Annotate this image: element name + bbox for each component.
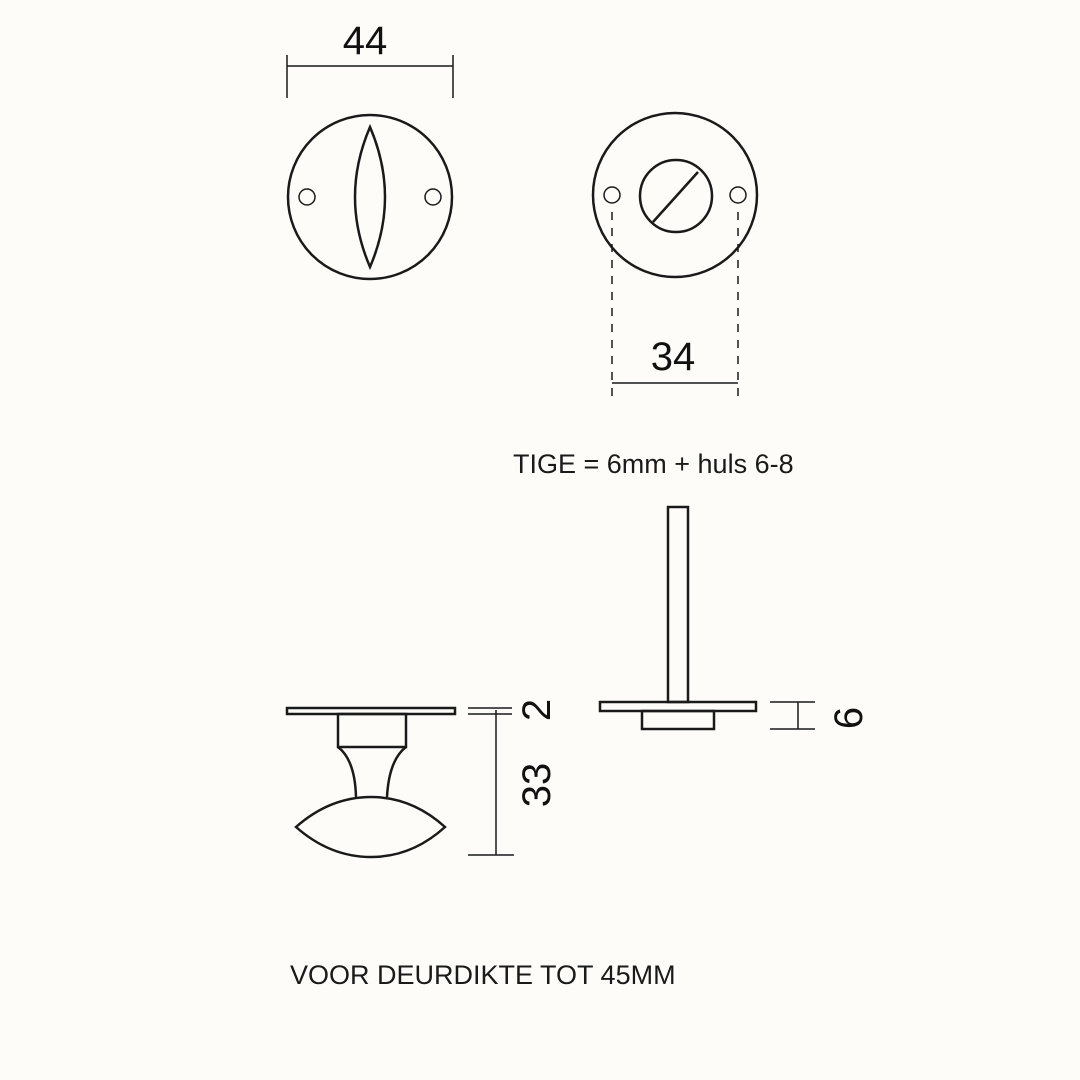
thumbturn-lens [353,123,387,271]
rosette-base [640,709,716,731]
knob-grip [294,795,447,859]
dimension-2-label: 2 [515,699,559,721]
rosette-outline [286,113,454,281]
thumbturn-front-view: 44 [286,19,454,281]
screw-hole [729,186,747,204]
thumbturn-side-view: 2 33 [285,699,559,859]
dimension-34-label: 34 [651,335,696,379]
emergency-release-disc [638,158,714,234]
spindle-note: TIGE = 6mm + huls 6-8 [513,449,794,479]
dimension-44-label: 44 [343,19,388,63]
door-thickness-note: VOOR DEURDIKTE TOT 45MM [290,960,676,990]
release-slot [652,171,699,223]
screw-hole [603,186,621,204]
screw-hole [424,188,442,206]
rosette-outline [591,111,759,279]
dimension-6-label: 6 [827,707,871,729]
screw-hole [298,188,316,206]
dimension-33-label: 33 [515,763,559,808]
indicator-front-view: 34 [591,111,759,400]
knob-stem [337,746,407,798]
rosette-plate [598,700,758,713]
knob-neck [336,712,408,749]
spindle [666,505,690,704]
indicator-side-view: 6 [598,505,871,731]
